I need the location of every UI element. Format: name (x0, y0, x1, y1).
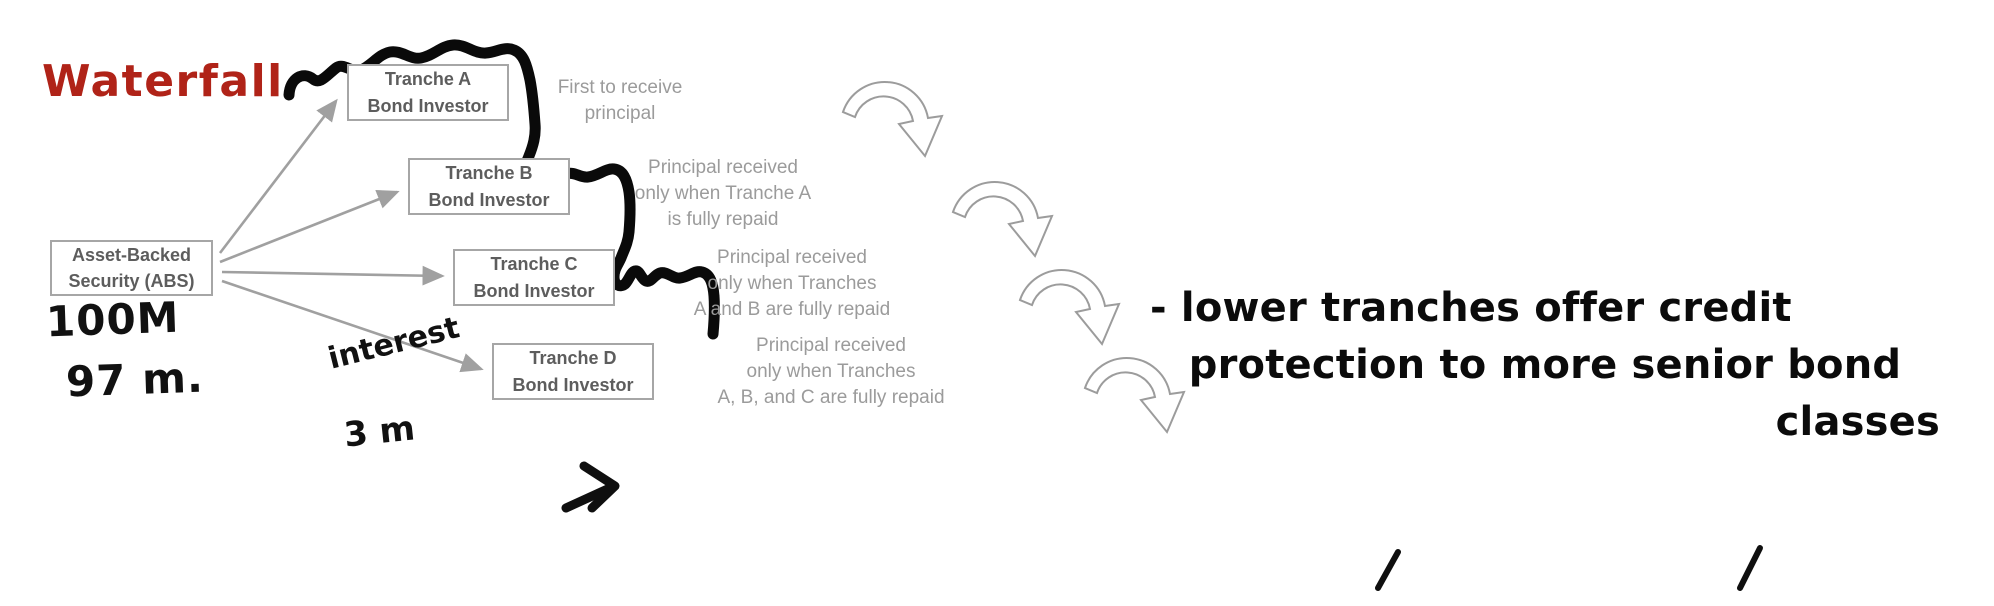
annotation-amount-principal: 97 m. (65, 352, 205, 407)
node-tranche-b[interactable]: Tranche B Bond Investor (408, 158, 570, 215)
hand-drawn-arrow-interest (561, 461, 620, 513)
tranche-a-label-line-2: Bond Investor (367, 95, 489, 116)
tranche-d-label-line-1: Tranche D (529, 348, 617, 369)
annotation-note-credit-protection: - lower tranches offer credit protection… (1150, 280, 1940, 450)
annotation-interest-amount: 3 m (342, 408, 417, 456)
annotation-amount-total: 100M (45, 292, 181, 347)
tranche-b-label-line-1: Tranche B (445, 163, 533, 184)
caption-tranche-d-line-2: only when Tranches (746, 361, 916, 383)
tranche-c-label-line-1: Tranche C (490, 254, 578, 275)
note-line-1: - lower tranches offer credit (1150, 285, 1792, 331)
caption-tranche-b: Principal received only when Tranche A i… (578, 155, 868, 234)
node-tranche-d[interactable]: Tranche D Bond Investor (492, 343, 654, 400)
caption-tranche-a-line-1: First to receive (557, 77, 683, 98)
caption-tranche-d: Principal received only when Tranches A,… (656, 333, 1006, 412)
node-tranche-a[interactable]: Tranche A Bond Investor (347, 64, 509, 121)
note-line-3: classes (1775, 398, 1940, 445)
tranche-d-label-line-2: Bond Investor (512, 374, 634, 395)
abs-label-line-1: Asset-Backed (71, 244, 192, 265)
caption-tranche-a: First to receive principal (516, 75, 724, 127)
node-asset-backed-security[interactable]: Asset-Backed Security (ABS) (50, 240, 213, 296)
caption-tranche-b-line-1: Principal received (648, 157, 798, 178)
tranche-b-label-line-2: Bond Investor (428, 189, 550, 210)
caption-tranche-b-line-3: is fully repaid (667, 209, 779, 231)
caption-tranche-c-line-1: Principal received (717, 247, 867, 268)
page-title: Waterfall (42, 56, 284, 107)
caption-tranche-d-line-3: A, B, and C are fully repaid (717, 387, 945, 409)
node-tranche-c[interactable]: Tranche C Bond Investor (453, 249, 615, 306)
abs-label-line-2: Security (ABS) (68, 271, 195, 291)
caption-tranche-c-line-3: A and B are fully repaid (693, 299, 891, 321)
ink-tick-marks (1375, 545, 1763, 591)
caption-tranche-b-line-2: only when Tranche A (634, 183, 812, 205)
caption-tranche-c-line-2: only when Tranches (707, 273, 877, 295)
note-line-2: protection to more senior bond (1188, 341, 1902, 388)
caption-tranche-a-line-2: principal (584, 103, 656, 125)
tranche-a-label-line-1: Tranche A (384, 69, 472, 90)
caption-tranche-d-line-1: Principal received (756, 335, 906, 356)
tranche-c-label-line-2: Bond Investor (473, 280, 595, 301)
annotation-interest-label: interest (324, 310, 463, 377)
caption-tranche-c: Principal received only when Tranches A … (632, 245, 952, 324)
